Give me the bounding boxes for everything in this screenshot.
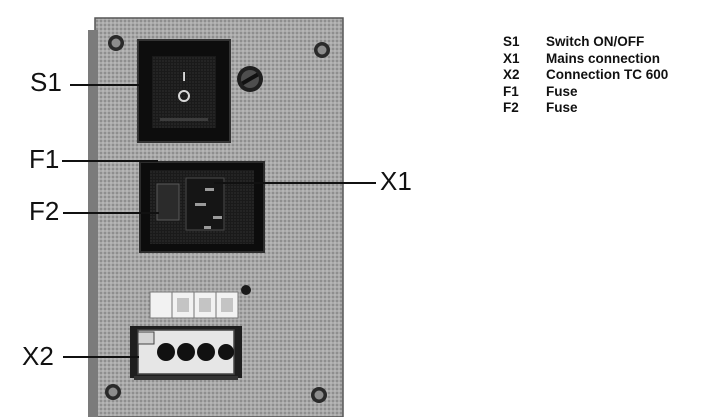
callout-x1: X1: [380, 166, 412, 196]
legend: S1 Switch ON/OFF X1 Mains connection X2 …: [503, 34, 668, 117]
rocker-switch-icon[interactable]: I: [137, 39, 231, 143]
legend-code: S1: [503, 34, 520, 49]
legend-row-s1: S1 Switch ON/OFF: [503, 34, 668, 51]
legend-row-x2: X2 Connection TC 600: [503, 67, 668, 84]
knob-icon: [237, 66, 263, 92]
legend-description: Fuse: [546, 100, 578, 115]
switch-off-mark: [178, 90, 190, 102]
screw-icon: [311, 387, 327, 403]
legend-row-f2: F2 Fuse: [503, 100, 668, 117]
indicator-dot: [241, 285, 251, 295]
legend-code: F1: [503, 83, 519, 99]
leader-line-x1: [214, 182, 376, 184]
legend-description: Switch ON/OFF: [546, 34, 645, 49]
legend-row-f1: F1 Fuse: [503, 84, 668, 101]
screw-icon: [108, 35, 124, 51]
callout-f2: F2: [29, 196, 60, 226]
legend-code: F2: [503, 100, 519, 115]
legend-description: Mains connection: [546, 50, 661, 66]
switch-on-mark: I: [182, 69, 186, 84]
callout-f1: F1: [29, 144, 60, 174]
legend-code: X1: [503, 50, 520, 66]
legend-description: Fuse: [546, 83, 578, 99]
legend-description: Connection TC 600: [546, 67, 669, 82]
screw-icon: [314, 42, 330, 58]
leader-line-s1: [70, 84, 140, 86]
leader-line-x2: [63, 356, 139, 358]
terminal-label-strip: [149, 291, 239, 319]
callout-s1: S1: [30, 67, 62, 97]
screw-icon: [105, 384, 121, 400]
callout-x2: X2: [22, 341, 54, 371]
fuse-holder-icon[interactable]: [139, 161, 265, 253]
terminal-connector-icon[interactable]: [130, 326, 242, 380]
legend-code: X2: [503, 67, 520, 82]
leader-line-f2: [63, 212, 159, 214]
leader-line-f1: [62, 160, 158, 162]
legend-row-x1: X1 Mains connection: [503, 51, 668, 68]
